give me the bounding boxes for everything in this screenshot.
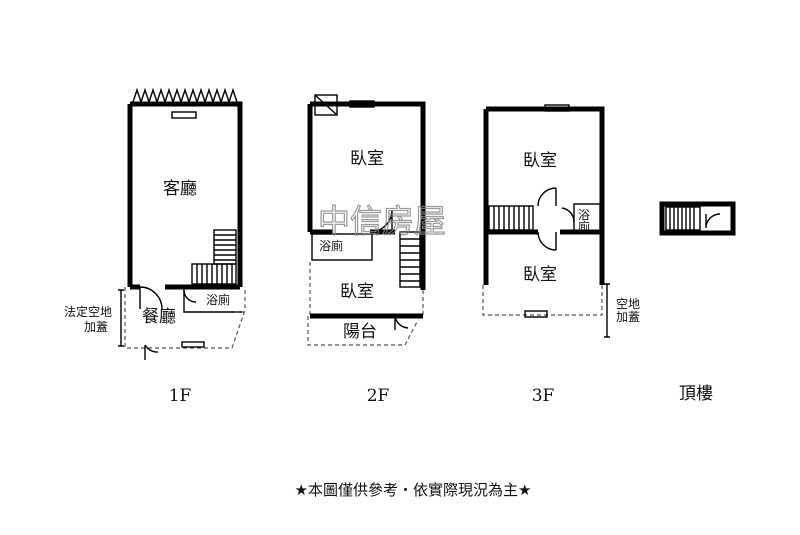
window-3f (544, 104, 570, 112)
bedroom-lower-2f: 臥室 (340, 282, 374, 302)
floor-label-roof: 頂樓 (679, 384, 713, 404)
railing-1f (132, 87, 238, 105)
living-room-label: 客廳 (163, 179, 197, 199)
floor-1f: 客廳 餐廳 浴廁 法定空地 加蓋 1F (64, 87, 246, 406)
bathroom-label-2f: 浴廁 (319, 238, 343, 253)
bathroom-label-3f-line1: 浴 (578, 208, 590, 222)
bathroom-label-1f: 浴廁 (206, 292, 230, 307)
floor-3f: 臥室 浴 廁 臥室 空地 加蓋 3F (482, 104, 640, 406)
empty-space-label-line1: 空地 (616, 297, 640, 311)
balcony-label-2f: 陽台 (343, 322, 377, 342)
bathroom-label-3f-line2: 廁 (578, 219, 590, 234)
door-1f (139, 286, 163, 310)
bedroom-upper-3f: 臥室 (523, 151, 557, 171)
legal-space-label-line2: 加蓋 (84, 320, 108, 334)
floor-label-3f: 3F (532, 386, 555, 406)
floor-roof: 頂樓 (659, 201, 736, 404)
bedroom-lower-3f: 臥室 (523, 265, 557, 285)
stairs-roof (665, 206, 701, 231)
bedroom-upper-2f: 臥室 (350, 149, 384, 169)
window-2f (349, 100, 375, 108)
disclaimer: ★本圖僅供參考・依實際現況為主★ (295, 481, 532, 499)
dining-room-label: 餐廳 (142, 307, 176, 327)
stairs-3f (488, 205, 534, 231)
window-1f (171, 111, 197, 119)
watermark: 中信房屋 (318, 202, 446, 240)
door-2f (369, 209, 393, 233)
legal-space-label-line1: 法定空地 (64, 304, 112, 319)
empty-space-label-line2: 加蓋 (616, 310, 640, 324)
stairs-1f (191, 229, 237, 285)
floor-label-1f: 1F (169, 386, 192, 406)
stairs-2f (399, 231, 421, 288)
floor-2f: 臥室 浴廁 臥室 陽台 2F (307, 94, 426, 406)
floor-label-2f: 2F (367, 386, 390, 406)
skylight-2f (314, 94, 338, 116)
